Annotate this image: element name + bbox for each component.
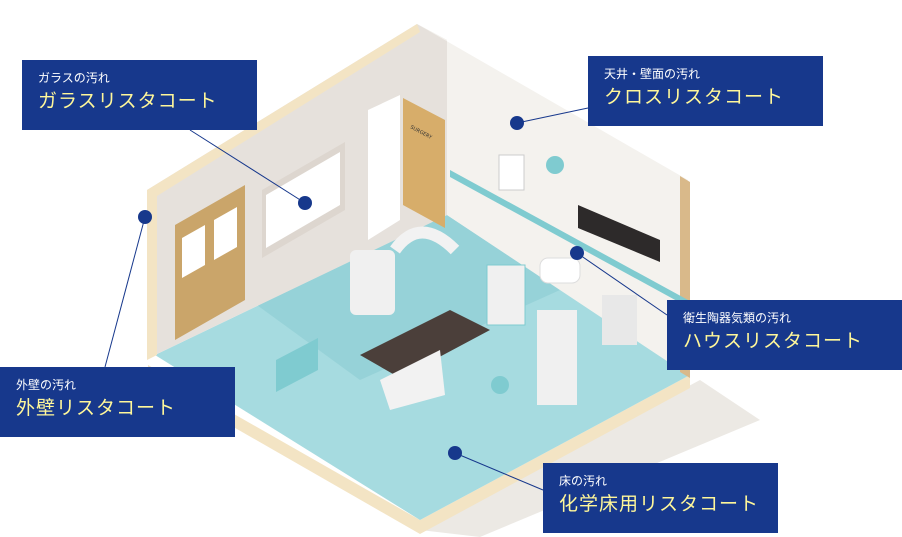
label-title: ハウスリスタコート [683,330,864,352]
label-title: ガラスリスタコート [38,90,218,112]
marker-dot-sanitary[interactable] [570,246,584,260]
floor-tiles-shade [250,215,560,380]
equipment-box [276,338,318,392]
right-wall [417,24,688,375]
table-base [380,350,445,410]
label-title: 外壁リスタコート [16,397,177,419]
label-subtitle: 衛生陶器気類の汚れ [683,311,792,325]
c-arm-machine [350,250,395,315]
wall-rail [450,170,688,307]
marker-dot-glass[interactable] [298,196,312,210]
wall-frame [498,154,525,191]
shelf-cart [602,295,637,345]
label-subtitle: 天井・壁面の汚れ [604,67,701,81]
label-subtitle: 外壁の汚れ [16,378,77,392]
label-wall[interactable]: 天井・壁面の汚れ クロスリスタコート [588,56,823,126]
cart [486,264,526,326]
door-window-right [214,207,237,260]
floor-shadow [420,380,760,537]
stool [491,376,509,394]
xray-viewer [578,205,660,262]
label-subtitle: ガラスの汚れ [38,71,110,85]
label-title: 化学床用リスタコート [559,493,760,515]
wall-clock [546,156,564,174]
back-door [403,98,445,228]
label-sanitary[interactable]: 衛生陶器気類の汚れ ハウスリスタコート [667,300,902,370]
label-glass[interactable]: ガラスの汚れ ガラスリスタコート [22,60,257,130]
marker-dot-floor[interactable] [448,446,462,460]
label-title: クロスリスタコート [604,86,785,108]
operating-table [360,310,490,378]
doorway [368,95,400,240]
door-window-left [182,225,205,278]
leader-lines [104,107,668,491]
label-floor[interactable]: 床の汚れ 化学床用リスタコート [543,463,778,533]
c-arm [390,226,460,255]
anesthesia-machine [537,310,577,405]
label-exterior[interactable]: 外壁の汚れ 外壁リスタコート [0,367,235,437]
sink [539,257,581,284]
marker-dot-wall[interactable] [510,116,524,130]
label-subtitle: 床の汚れ [559,474,608,488]
marker-dot-exterior[interactable] [138,210,152,224]
